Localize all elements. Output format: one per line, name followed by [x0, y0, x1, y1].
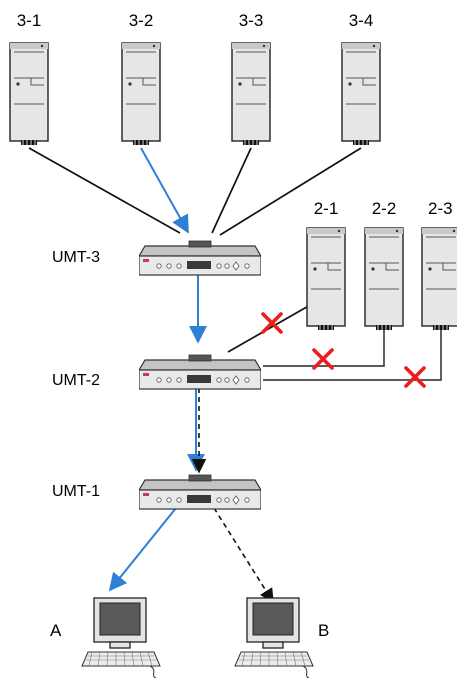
cable-2-3-to-umt2 — [263, 330, 442, 381]
server-label-2-3: 2-3 — [428, 199, 453, 218]
kvm-switch-icon — [139, 354, 261, 390]
server-label-3-3: 3-3 — [239, 11, 264, 30]
server-label-2-1: 2-1 — [314, 199, 339, 218]
server-tower-icon — [9, 42, 49, 145]
server-3-4: 3-4 — [341, 11, 381, 145]
server-label-2-2: 2-2 — [372, 199, 397, 218]
cable-3-4-to-umt3 — [219, 147, 362, 236]
console-label-a: A — [50, 621, 62, 640]
server-tower-icon — [231, 42, 271, 145]
switch-umt-3: UMT-3 — [52, 240, 261, 276]
server-2-1: 2-1 — [306, 199, 346, 330]
console-b: B — [234, 597, 329, 678]
server-tower-icon — [306, 227, 346, 330]
kvm-switch-icon — [139, 240, 261, 276]
switch-label-umt-1: UMT-1 — [52, 483, 100, 500]
cable-2-2-to-umt2 — [263, 330, 385, 367]
server-2-3: 2-3 — [421, 199, 457, 330]
active-path-umt1-to-console-a — [108, 507, 177, 592]
server-tower-icon — [364, 227, 404, 330]
blocked-x-icon — [404, 366, 426, 388]
workstation-icon — [234, 597, 314, 678]
server-label-3-1: 3-1 — [17, 11, 42, 30]
server-tower-icon — [121, 42, 161, 145]
blocked-x-icon — [312, 348, 334, 370]
workstation-icon — [81, 597, 161, 678]
switch-umt-1: UMT-1 — [52, 474, 261, 510]
server-tower-icon — [341, 42, 381, 145]
active-path-3-2-to-umt3 — [140, 147, 189, 234]
server-tower-icon — [421, 227, 457, 330]
server-3-1: 3-1 — [9, 11, 49, 145]
path-umt1-to-console-b — [213, 507, 274, 604]
server-3-3: 3-3 — [231, 11, 271, 145]
console-a: A — [50, 597, 161, 678]
switch-label-umt-2: UMT-2 — [52, 372, 100, 389]
server-2-2: 2-2 — [364, 199, 404, 330]
switch-label-umt-3: UMT-3 — [52, 249, 100, 266]
switch-umt-2: UMT-2 — [52, 354, 261, 390]
kvm-switch-icon — [139, 474, 261, 510]
blocked-x-icon — [261, 312, 283, 334]
server-label-3-2: 3-2 — [129, 11, 154, 30]
server-3-2: 3-2 — [121, 11, 161, 145]
cable-3-3-to-umt3 — [211, 147, 252, 234]
server-label-3-4: 3-4 — [349, 11, 374, 30]
cable-3-1-to-umt3 — [28, 147, 181, 234]
console-label-b: B — [318, 621, 329, 640]
